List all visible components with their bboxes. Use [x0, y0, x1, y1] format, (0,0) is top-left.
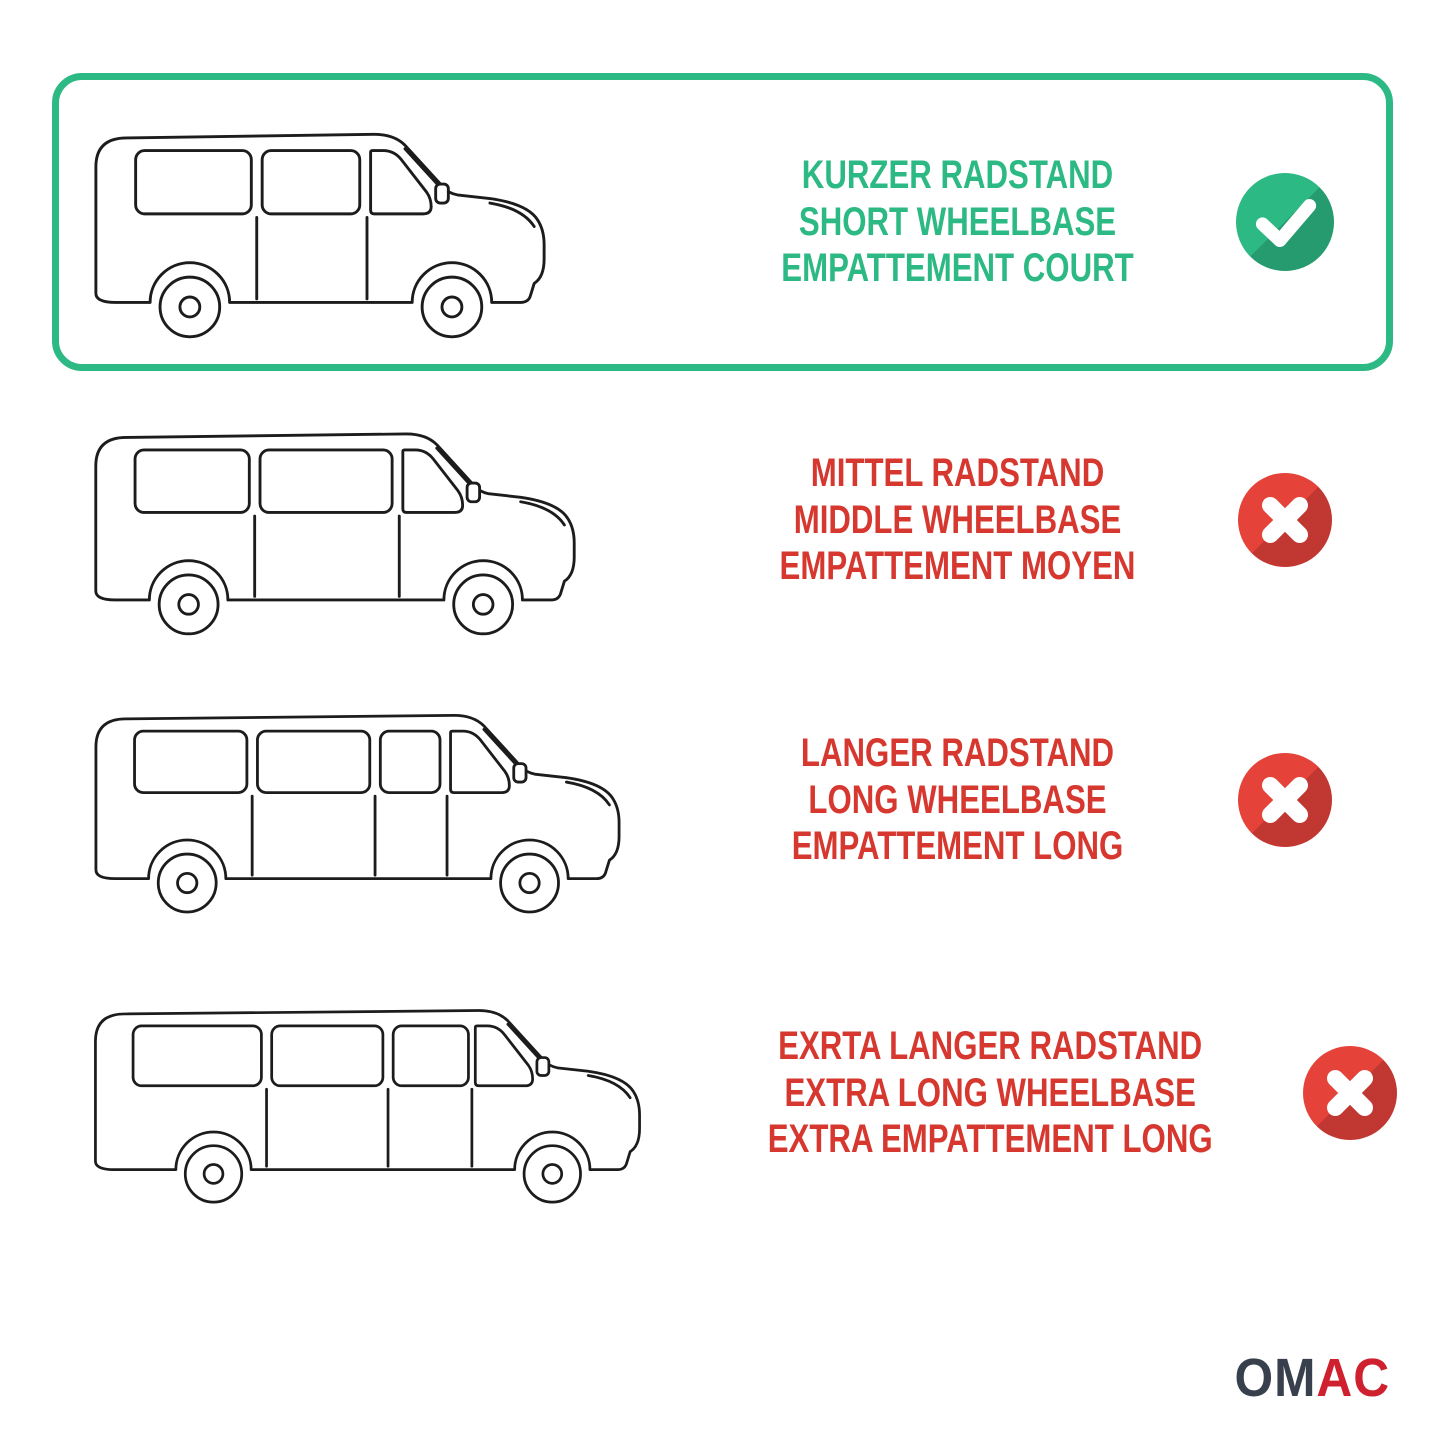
cross-icon	[1238, 753, 1332, 847]
label-line-de: LANGER RADSTAND	[800, 731, 1115, 776]
option-row-extra-long-wheelbase: EXRTA LANGER RADSTAND EXTRA LONG WHEELBA…	[52, 960, 1398, 1226]
omac-logo: OMAC	[1235, 1347, 1390, 1409]
label-line-fr: EMPATTEMENT MOYEN	[779, 544, 1136, 589]
van-long-wheelbase-illustration	[85, 682, 705, 919]
logo-text-dark: OM	[1234, 1348, 1317, 1408]
cross-icon	[1238, 473, 1332, 567]
label-line-de: EXRTA LANGER RADSTAND	[778, 1024, 1203, 1069]
option-row-long-wheelbase: LANGER RADSTAND LONG WHEELBASE EMPATTEME…	[52, 678, 1393, 922]
van-extra-long-drawing	[94, 1008, 641, 1204]
label-line-fr: EMPATTEMENT LONG	[791, 824, 1124, 869]
van-middle-drawing	[94, 431, 576, 635]
label-line-fr: EXTRA EMPATTEMENT LONG	[767, 1117, 1213, 1162]
label-line-de: MITTEL RADSTAND	[810, 451, 1105, 496]
option-label-short-wheelbase: KURZER RADSTAND SHORT WHEELBASE EMPATTEM…	[761, 152, 1155, 291]
option-row-short-wheelbase: KURZER RADSTAND SHORT WHEELBASE EMPATTEM…	[52, 73, 1393, 371]
logo-text-red: AC	[1316, 1348, 1390, 1408]
label-line-en: EXTRA LONG WHEELBASE	[784, 1070, 1196, 1115]
van-middle-wheelbase-illustration	[85, 400, 705, 641]
status-column	[1210, 473, 1360, 567]
status-column	[1210, 753, 1360, 847]
van-long-drawing	[94, 713, 621, 913]
label-line-en: MIDDLE WHEELBASE	[793, 497, 1122, 542]
label-line-de: KURZER RADSTAND	[801, 153, 1114, 198]
status-column	[1275, 1046, 1425, 1140]
van-extra-long-wheelbase-illustration	[85, 978, 705, 1209]
option-row-middle-wheelbase: MITTEL RADSTAND MIDDLE WHEELBASE EMPATTE…	[52, 398, 1393, 642]
option-label-extra-long-wheelbase: EXRTA LANGER RADSTAND EXTRA LONG WHEELBA…	[768, 1023, 1213, 1162]
option-label-middle-wheelbase: MITTEL RADSTAND MIDDLE WHEELBASE EMPATTE…	[761, 450, 1155, 589]
label-line-fr: EMPATTEMENT COURT	[781, 246, 1134, 291]
van-short-drawing	[94, 132, 546, 339]
label-line-en: LONG WHEELBASE	[808, 777, 1107, 822]
cross-icon	[1303, 1046, 1398, 1140]
check-icon	[1236, 173, 1334, 271]
label-line-en: SHORT WHEELBASE	[798, 199, 1117, 244]
status-column	[1210, 173, 1360, 271]
option-label-long-wheelbase: LANGER RADSTAND LONG WHEELBASE EMPATTEME…	[761, 730, 1155, 869]
van-short-wheelbase-illustration	[85, 100, 705, 344]
